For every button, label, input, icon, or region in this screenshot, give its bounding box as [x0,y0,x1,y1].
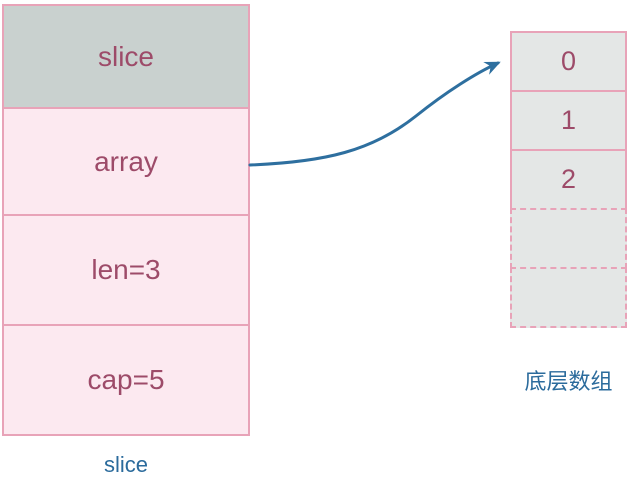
slice-struct-array-cell: array [4,109,248,216]
pointer-arrow-path [248,61,501,167]
slice-caption: slice [103,452,148,477]
array-cell-0: 0 [510,31,627,92]
slice-struct-cap-label: cap=5 [87,364,165,395]
slice-struct-box: slice array len=3 cap=5 [2,4,250,436]
slice-struct-array-label: array [94,145,158,177]
slice-struct-cap-cell: cap=5 [4,326,248,434]
backing-array-box: 0 1 2 [510,31,627,329]
backing-array-caption: 底层数组 [524,369,613,394]
array-cell-1: 1 [510,90,627,151]
slice-struct-header-cell: slice [4,6,248,109]
array-cell-empty-3 [510,208,627,269]
slice-struct-len-label: len=3 [91,254,161,285]
array-cell-2: 2 [510,149,627,210]
slice-struct-len-cell: len=3 [4,216,248,326]
slice-struct-header-label: slice [97,40,154,72]
array-cell-empty-4 [510,267,627,328]
